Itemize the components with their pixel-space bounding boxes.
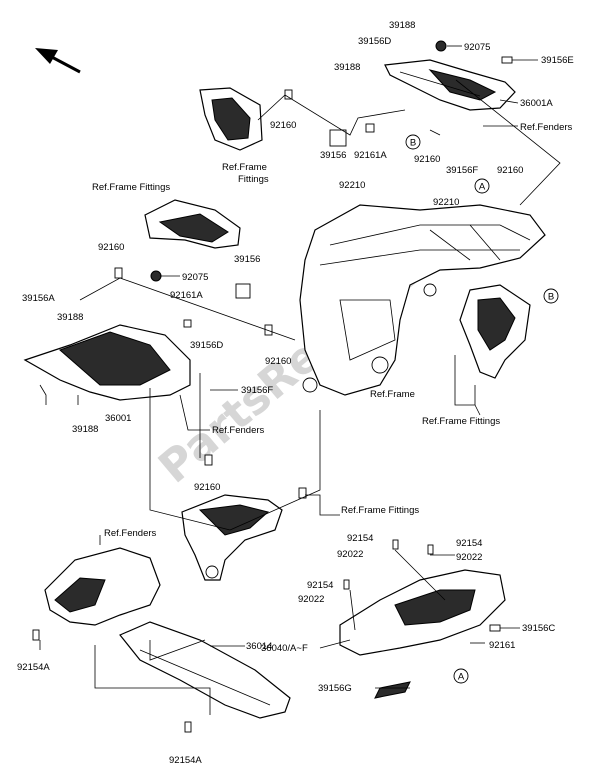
label-36001A: 36001A	[520, 98, 553, 109]
marker-b-right: B	[543, 288, 559, 304]
label-92022-b: 92022	[456, 552, 482, 563]
label-92154A-bottom: 92154A	[169, 755, 202, 766]
label-92210-a: 92210	[339, 180, 365, 191]
direction-arrow-icon	[35, 48, 81, 74]
label-39156E: 39156E	[541, 55, 574, 66]
part-left-bracket	[144, 199, 241, 249]
bolt-92154-c	[343, 579, 350, 590]
label-ref-fenders: Ref.Fenders	[520, 122, 573, 133]
part-36014	[119, 621, 291, 719]
label-39188-b: 39188	[334, 62, 360, 73]
part-36001A	[384, 59, 516, 111]
labels: 39188 39156D 92075 39188 39156E 36001A 9…	[17, 20, 574, 766]
label-39156C: 39156C	[522, 623, 555, 634]
label-39156F: 39156F	[446, 165, 478, 176]
bolt-92154-a	[392, 539, 399, 550]
bolt-92160-center	[264, 324, 273, 336]
svg-text:A: A	[479, 182, 486, 193]
label-92022-c: 92022	[298, 594, 324, 605]
label-39156: 39156	[320, 150, 346, 161]
label-92160-right: 92160	[497, 165, 523, 176]
label-ref-frame-fittings-right: Ref.Frame Fittings	[422, 416, 500, 427]
label-92160-center: 92160	[265, 356, 291, 367]
bolt-92154A-bottom	[184, 721, 192, 733]
label-92154-b: 92154	[456, 538, 482, 549]
label-92210-b: 92210	[433, 197, 459, 208]
clip-92161A-left	[183, 319, 192, 328]
grommet-92075-top	[435, 40, 447, 52]
bolt-92160-top	[284, 89, 293, 100]
label-39156F-left: 39156F	[241, 385, 273, 396]
label-92160-left: 92160	[98, 242, 124, 253]
pad-39156-left	[235, 283, 251, 299]
part-36001	[23, 324, 191, 401]
label-39188-bottomleft: 39188	[72, 424, 98, 435]
label-92154A-left: 92154A	[17, 662, 50, 673]
label-ref-frame: Ref.Frame	[222, 162, 267, 173]
label-92160-mid: 92160	[414, 154, 440, 165]
bolt-92160-lower	[204, 454, 213, 466]
label-36001: 36001	[105, 413, 131, 424]
clip-92161A-top	[365, 123, 375, 133]
label-39156-left: 39156	[234, 254, 260, 265]
label-92022-a: 92022	[337, 549, 363, 560]
svg-text:B: B	[410, 138, 416, 149]
frame	[299, 204, 546, 396]
label-ref-frame-main: Ref.Frame	[370, 389, 415, 400]
part-36040	[339, 569, 506, 656]
leader-lines	[39, 45, 561, 715]
label-92161: 92161	[489, 640, 515, 651]
label-92160: 92160	[270, 120, 296, 131]
label-39156D-left: 39156D	[190, 340, 223, 351]
label-92154-c: 92154	[307, 580, 333, 591]
marker-a-bottom: A	[453, 668, 469, 684]
label-39156G: 39156G	[318, 683, 352, 694]
label-ref-fenders-bottom: Ref.Fenders	[104, 528, 157, 539]
part-lower-center	[181, 494, 283, 581]
bolt-92154A-left	[32, 629, 40, 641]
label-39156D: 39156D	[358, 36, 391, 47]
label-ref-frame-fittings: Ref.Frame Fittings	[92, 182, 170, 193]
emblem-39156G	[374, 681, 411, 699]
label-92154-a: 92154	[347, 533, 373, 544]
label-92161A: 92161A	[354, 150, 387, 161]
label-92075-left: 92075	[182, 272, 208, 283]
label-92161A-left: 92161A	[170, 290, 203, 301]
label-39156A: 39156A	[22, 293, 55, 304]
label-39188-left: 39188	[57, 312, 83, 323]
pad-39156-top	[329, 129, 347, 147]
bolt-92154-b	[427, 544, 434, 555]
marker-b-top: B	[405, 134, 421, 150]
clip-39156E	[501, 56, 513, 64]
label-92075: 92075	[464, 42, 490, 53]
label-39188: 39188	[389, 20, 415, 31]
grommet-92075-left	[150, 270, 162, 282]
marker-a-top: A	[474, 178, 490, 194]
label-ref-frame-fittings-lower: Ref.Frame Fittings	[341, 505, 419, 516]
svg-text:B: B	[548, 292, 554, 303]
part-right-bracket	[459, 284, 531, 379]
part-top-left-bracket	[199, 87, 263, 151]
clip-39156C	[489, 624, 501, 632]
label-ref-fenders-mid: Ref.Fenders	[212, 425, 265, 436]
label-36014: 36014	[246, 641, 272, 652]
label-36040: 36040/A~F	[261, 643, 308, 654]
part-rear-fender	[44, 547, 161, 626]
svg-text:A: A	[458, 672, 465, 683]
label-92160-lower: 92160	[194, 482, 220, 493]
label-fittings: Fittings	[238, 174, 269, 185]
bolt-92160-left	[114, 267, 123, 279]
